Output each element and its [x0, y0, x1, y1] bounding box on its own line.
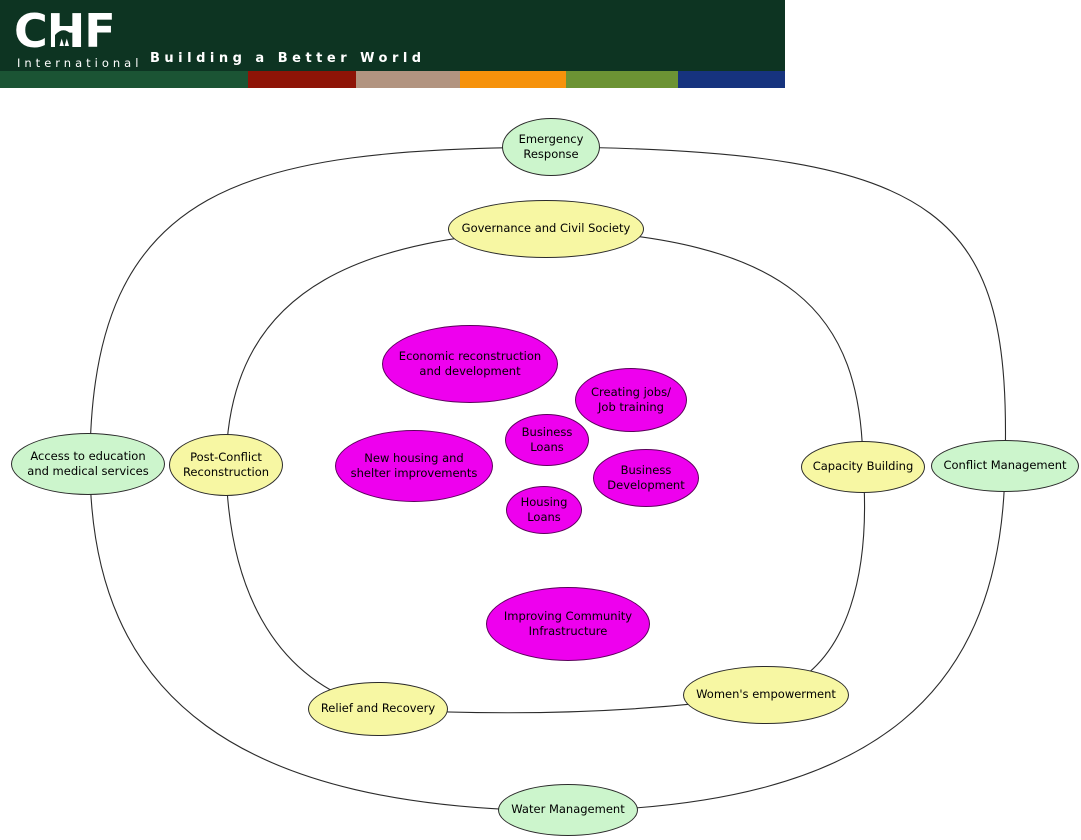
node-housing-loans: Housing Loans	[506, 486, 582, 534]
stripe-segment-navy	[678, 71, 785, 88]
logo-tree-icon	[59, 38, 64, 46]
stripe-segment-orange	[460, 71, 566, 88]
node-improving-community-infrastructure: Improving Community Infrastructure	[486, 587, 650, 661]
node-business-development: Business Development	[593, 449, 699, 507]
stripe-segment-green	[0, 71, 248, 88]
stripe-segment-tan	[356, 71, 460, 88]
color-stripe	[0, 71, 785, 88]
inner-ring-path	[225, 228, 865, 714]
stripe-segment-olive	[566, 71, 678, 88]
stripe-segment-red	[248, 71, 356, 88]
chf-logo: CHF	[14, 5, 116, 58]
node-relief-and-recovery: Relief and Recovery	[308, 682, 448, 736]
node-governance-and-civil-society: Governance and Civil Society	[448, 200, 644, 258]
node-water-management: Water Management	[498, 784, 638, 836]
node-womens-empowerment: Women's empowerment	[683, 666, 849, 724]
logo-subtitle: International	[17, 56, 143, 70]
header-banner: CHF International Building a Better Worl…	[0, 0, 785, 88]
header-tagline: Building a Better World	[150, 51, 426, 66]
node-access-to-education-and-medical-services: Access to education and medical services	[11, 433, 165, 495]
node-capacity-building: Capacity Building	[801, 441, 925, 493]
logo-tree-icon	[64, 38, 69, 46]
node-creating-jobs-job-training: Creating jobs/ Job training	[575, 368, 687, 432]
node-economic-reconstruction-and-development: Economic reconstruction and development	[382, 325, 558, 403]
node-emergency-response: Emergency Response	[502, 118, 600, 176]
node-conflict-management: Conflict Management	[931, 440, 1079, 492]
node-post-conflict-reconstruction: Post-Conflict Reconstruction	[169, 434, 283, 496]
node-new-housing-and-shelter-improvements: New housing and shelter improvements	[335, 430, 493, 502]
node-business-loans: Business Loans	[505, 414, 589, 466]
